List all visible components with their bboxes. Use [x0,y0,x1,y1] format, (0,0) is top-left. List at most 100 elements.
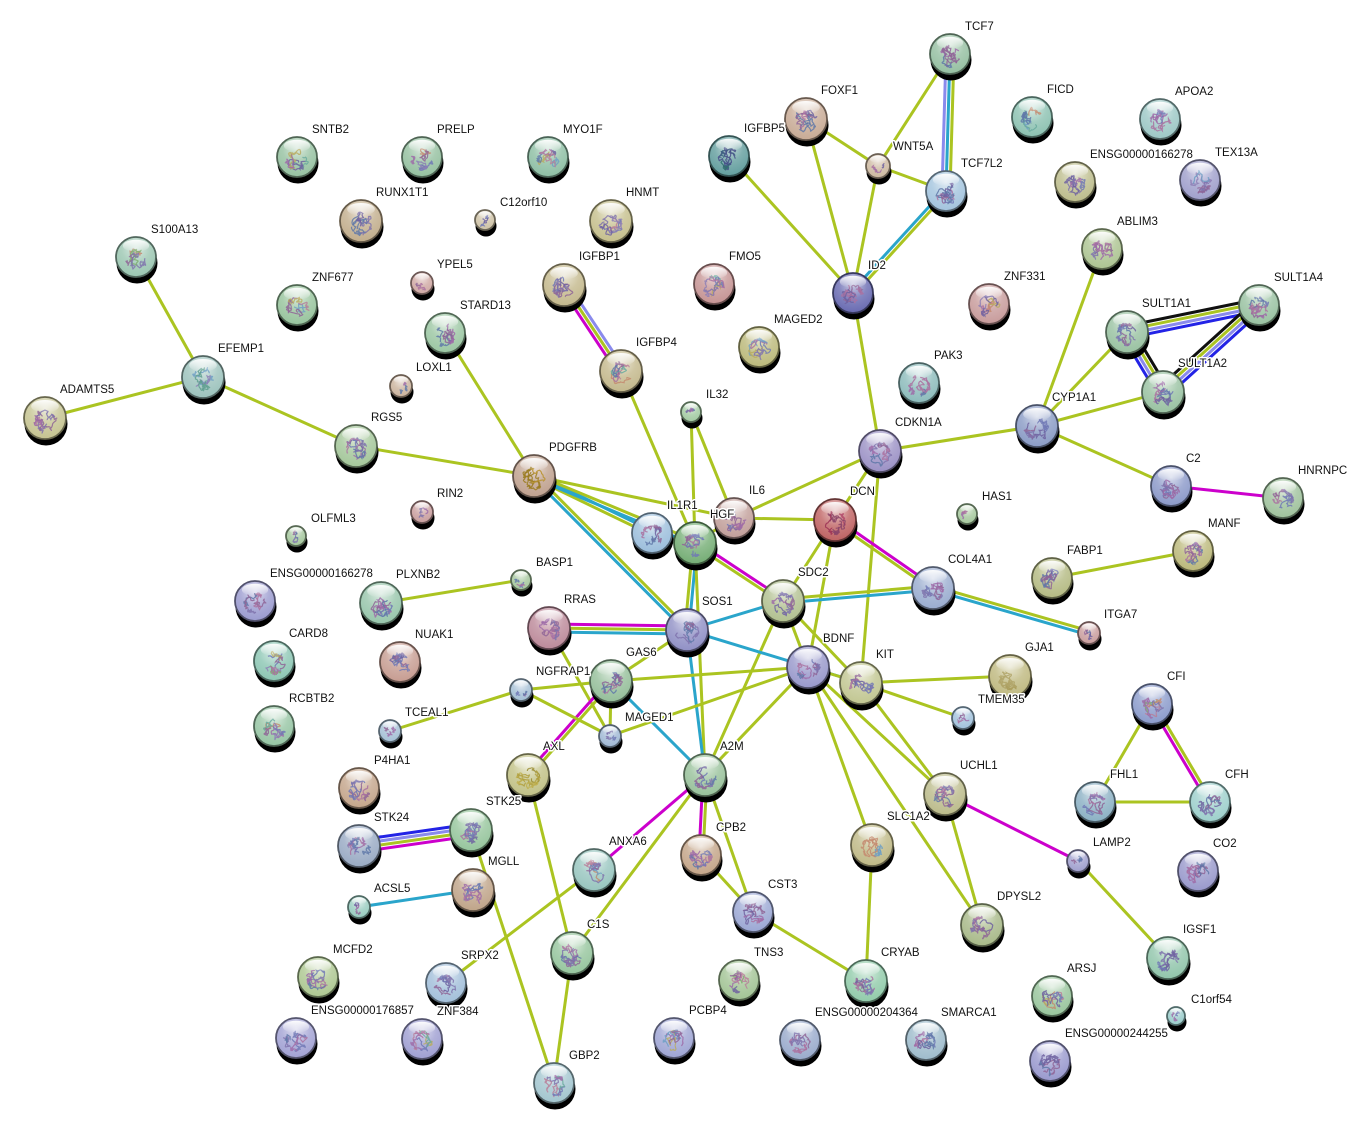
svg-text:RIN2: RIN2 [437,488,463,500]
svg-text:NGFRAP1: NGFRAP1 [536,666,590,678]
svg-text:IGFBP4: IGFBP4 [636,337,678,349]
svg-text:FABP1: FABP1 [1067,545,1103,557]
svg-text:ABLIM3: ABLIM3 [1117,216,1158,228]
svg-text:TMEM35: TMEM35 [978,694,1025,706]
svg-text:ADAMTS5: ADAMTS5 [60,384,114,396]
svg-text:ANXA6: ANXA6 [609,836,647,848]
svg-text:GAS6: GAS6 [626,647,657,659]
svg-text:RGS5: RGS5 [371,412,402,424]
svg-text:APOA2: APOA2 [1175,86,1213,98]
svg-text:CFI: CFI [1167,671,1186,683]
svg-text:AXL: AXL [543,741,565,753]
svg-text:FOXF1: FOXF1 [821,85,858,97]
svg-text:ENSG00000204364: ENSG00000204364 [815,1007,919,1019]
svg-text:CO2: CO2 [1213,838,1237,850]
svg-text:ZNF384: ZNF384 [437,1006,479,1018]
svg-text:C1orf54: C1orf54 [1191,994,1233,1006]
svg-text:A2M: A2M [720,741,744,753]
svg-text:SMARCA1: SMARCA1 [941,1007,997,1019]
svg-text:COL4A1: COL4A1 [948,554,992,566]
svg-text:NUAK1: NUAK1 [415,629,453,641]
svg-text:TCF7: TCF7 [965,21,994,33]
svg-text:ITGA7: ITGA7 [1104,609,1137,621]
svg-text:IL6: IL6 [749,485,765,497]
svg-text:IGFBP5: IGFBP5 [744,123,785,135]
svg-text:HGF: HGF [710,509,734,521]
svg-text:TCEAL1: TCEAL1 [405,707,448,719]
svg-text:ARSJ: ARSJ [1067,963,1096,975]
svg-text:ENSG00000166278: ENSG00000166278 [270,568,373,580]
svg-text:LAMP2: LAMP2 [1093,837,1131,849]
svg-text:ZNF331: ZNF331 [1004,271,1046,283]
svg-text:PDGFRB: PDGFRB [549,442,597,454]
svg-text:BASP1: BASP1 [536,557,573,569]
svg-text:RRAS: RRAS [564,594,596,606]
svg-text:FICD: FICD [1047,84,1074,96]
svg-text:CYP1A1: CYP1A1 [1052,392,1096,404]
svg-text:C1S: C1S [587,919,610,931]
svg-text:ENSG00000244255: ENSG00000244255 [1065,1028,1168,1040]
svg-text:C2: C2 [1186,453,1201,465]
svg-text:GJA1: GJA1 [1025,642,1054,654]
svg-text:MCFD2: MCFD2 [333,944,373,956]
svg-text:LOXL1: LOXL1 [416,362,452,374]
svg-text:WNT5A: WNT5A [893,141,934,153]
svg-text:SULT1A2: SULT1A2 [1178,358,1227,370]
svg-text:CDKN1A: CDKN1A [895,417,942,429]
svg-text:CARD8: CARD8 [289,628,328,640]
svg-text:RCBTB2: RCBTB2 [289,693,334,705]
svg-text:IL32: IL32 [706,389,728,401]
svg-text:PLXNB2: PLXNB2 [396,569,440,581]
svg-text:STK24: STK24 [374,812,410,824]
svg-text:ENSG00000176857: ENSG00000176857 [311,1005,414,1017]
svg-text:SNTB2: SNTB2 [312,124,349,136]
svg-text:YPEL5: YPEL5 [437,259,473,271]
svg-text:CST3: CST3 [768,879,797,891]
svg-text:SOS1: SOS1 [702,596,733,608]
svg-text:ACSL5: ACSL5 [374,883,410,895]
svg-text:STARD13: STARD13 [460,300,511,312]
svg-text:SULT1A1: SULT1A1 [1142,298,1191,310]
svg-text:UCHL1: UCHL1 [960,760,998,772]
svg-text:S100A13: S100A13 [151,224,198,236]
svg-text:MAGED2: MAGED2 [774,314,823,326]
svg-text:FMO5: FMO5 [729,251,761,263]
svg-text:CRYAB: CRYAB [881,947,920,959]
svg-text:MYO1F: MYO1F [563,124,603,136]
svg-text:PCBP4: PCBP4 [689,1005,727,1017]
svg-text:MANF: MANF [1208,518,1241,530]
svg-text:HNMT: HNMT [626,187,659,199]
svg-text:GBP2: GBP2 [569,1050,600,1062]
svg-text:SDC2: SDC2 [798,567,829,579]
svg-text:CPB2: CPB2 [716,822,746,834]
svg-text:ID2: ID2 [868,260,886,272]
svg-text:SULT1A4: SULT1A4 [1274,272,1324,284]
svg-text:C12orf10: C12orf10 [500,197,547,209]
svg-text:BDNF: BDNF [823,633,854,645]
svg-text:EFEMP1: EFEMP1 [218,343,264,355]
svg-text:MAGED1: MAGED1 [625,712,674,724]
svg-text:HAS1: HAS1 [982,491,1012,503]
svg-text:PRELP: PRELP [437,124,475,136]
svg-text:HNRNPC: HNRNPC [1298,465,1347,477]
svg-text:DPYSL2: DPYSL2 [997,891,1041,903]
svg-text:STK25: STK25 [486,796,521,808]
svg-text:P4HA1: P4HA1 [374,755,410,767]
svg-text:ENSG00000166278: ENSG00000166278 [1090,149,1193,161]
svg-text:FHL1: FHL1 [1110,769,1138,781]
svg-text:MGLL: MGLL [488,856,520,868]
svg-text:IL1R1: IL1R1 [667,500,698,512]
svg-text:PAK3: PAK3 [934,350,963,362]
svg-text:TEX13A: TEX13A [1215,147,1258,159]
svg-text:IGSF1: IGSF1 [1183,924,1216,936]
svg-text:SLC1A2: SLC1A2 [887,811,930,823]
svg-text:RUNX1T1: RUNX1T1 [376,187,428,199]
svg-text:DCN: DCN [850,486,875,498]
svg-text:IGFBP1: IGFBP1 [579,251,620,263]
svg-text:KIT: KIT [876,649,894,661]
svg-text:ZNF677: ZNF677 [312,272,354,284]
svg-text:TNS3: TNS3 [754,947,783,959]
svg-text:SRPX2: SRPX2 [461,950,499,962]
svg-text:CFH: CFH [1225,769,1249,781]
svg-text:OLFML3: OLFML3 [311,513,356,525]
